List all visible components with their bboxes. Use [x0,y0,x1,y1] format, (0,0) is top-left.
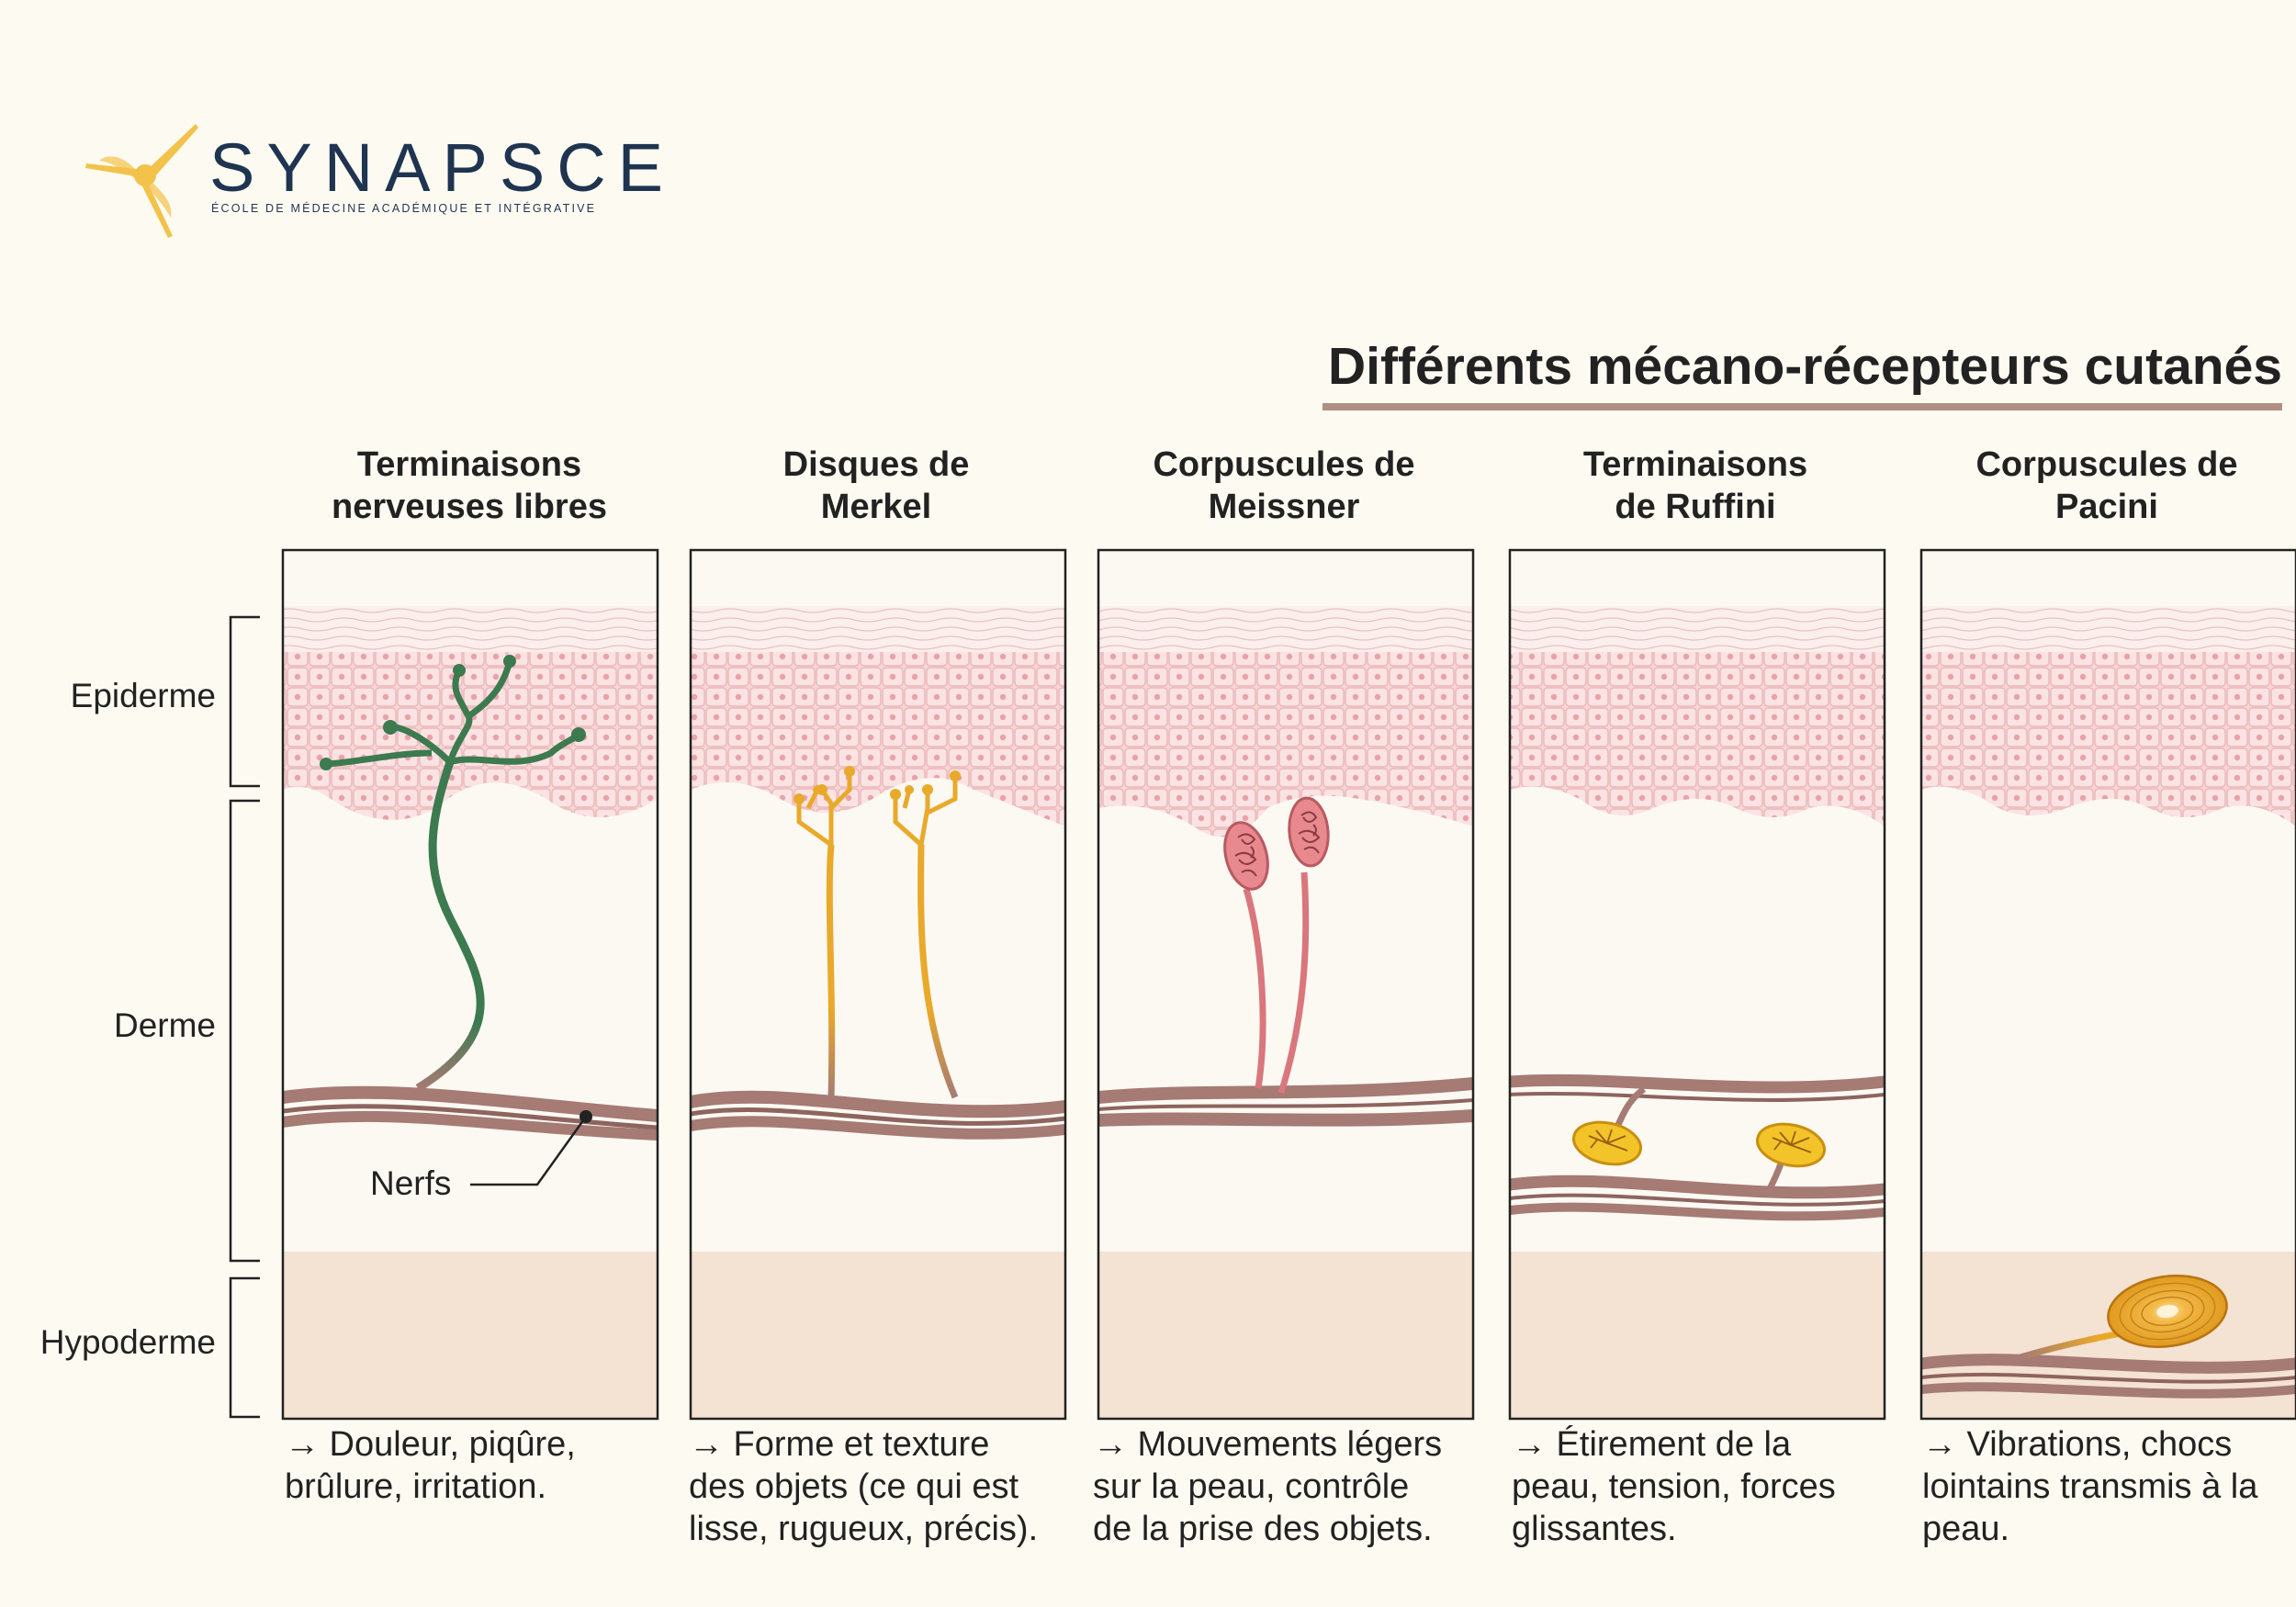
panel-ruffini [1510,550,1885,1419]
nerves-label: Nerfs [370,1164,452,1202]
title-underline [1322,403,2282,410]
nerfs-pointer [470,1116,588,1186]
brand-tagline: ÉCOLE DE MÉDECINE ACADÉMIQUE ET INTÉGRAT… [211,202,597,215]
panel-pacini [1921,550,2296,1419]
layer-label-epidermis: Epiderme [70,677,216,714]
receptor-desc-free-endings: → Douleur, piqûre,brûlure, irritation. [285,1425,576,1506]
layer-label-hypodermis: Hypoderme [39,1323,216,1361]
panel-free-endings [283,550,658,1419]
panel-meissner [1098,550,1473,1419]
layer-label-dermis: Derme [113,1006,216,1044]
panel-merkel [691,550,1065,1419]
diagram-title: Différents mécano-récepteurs cutanés [1327,337,2282,396]
layer-brackets [229,615,260,1419]
neuron-star-icon [85,124,198,238]
brand-name: SYNAPSCE [209,129,676,206]
